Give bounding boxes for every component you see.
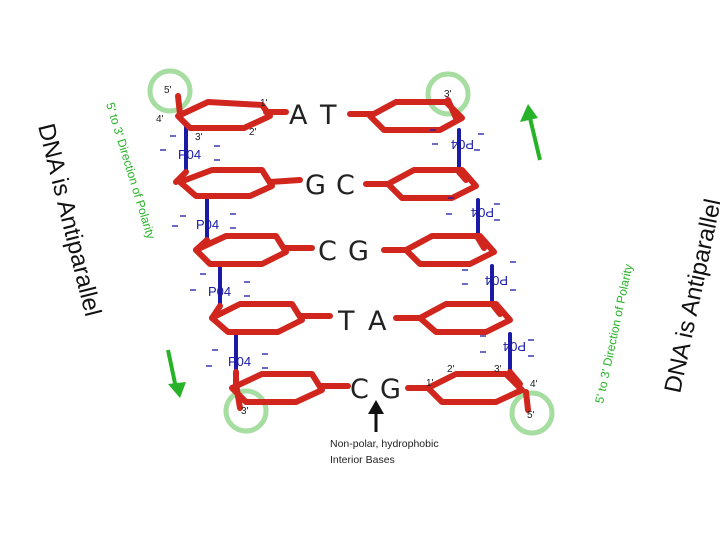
- direction-label-left: 5' to 3' Direction of Polarity: [103, 101, 158, 241]
- sugar-ring: [417, 301, 513, 335]
- left-phosphate-labels: P04 P04 P04 P04: [178, 147, 251, 369]
- direction-label-right: 5' to 3' Direction of Polarity: [592, 263, 635, 405]
- phosphate-label: P04: [451, 137, 474, 152]
- sugar-ring: [229, 371, 325, 405]
- base-pair-label: C: [350, 374, 371, 405]
- base-pair-label: C: [318, 236, 339, 267]
- phosphate-label: P04: [208, 284, 231, 299]
- carbon-labels: 5' 4' 1' 3' 2' 3' 3' 1' 2' 3' 4' 5': [156, 85, 538, 421]
- right-base-stubs: [347, 111, 433, 391]
- sugar-ring: [193, 233, 289, 267]
- highlight-circle-bottom-left: [223, 388, 269, 434]
- carbon-label-3-bottom-left: 3': [241, 406, 249, 417]
- arrow-up-right: [520, 104, 542, 161]
- five-prime-stub: [523, 389, 531, 413]
- base-pair-label: A: [289, 100, 309, 131]
- base-pair-label: A: [368, 306, 388, 337]
- left-base-stubs: [263, 109, 351, 389]
- carbon-label-5-bottom: 5': [527, 410, 535, 421]
- phosphate-label: P04: [485, 273, 508, 288]
- highlight-circle-top-right: [425, 71, 471, 117]
- charge-marks: [160, 129, 534, 369]
- right-phosphate-labels: P04 P04 P04 P04: [451, 137, 526, 354]
- base-pairs: A T G C C G T A C G: [289, 100, 403, 405]
- backbone-link: [507, 369, 523, 387]
- carbon-label-2: 2': [249, 127, 257, 138]
- carbon-label-3-right: 3': [444, 89, 452, 100]
- sugar-ring: [209, 301, 305, 335]
- annotation-line-1: Non-polar, hydrophobic: [330, 438, 439, 450]
- carbon-label-3-bottom: 3': [494, 364, 502, 375]
- phosphate-label: P04: [471, 205, 494, 220]
- phosphate-label: P04: [503, 339, 526, 354]
- phosphate-label: P04: [228, 354, 251, 369]
- carbon-label-1-bottom: 1': [426, 378, 434, 389]
- backbone-link: [456, 169, 469, 183]
- base-pair-label: C: [336, 170, 357, 201]
- sugar-ring: [403, 233, 497, 267]
- sugar-ring: [385, 167, 479, 201]
- base-pair-label: T: [319, 100, 339, 131]
- title-right: DNA is Antiparallel: [659, 197, 720, 396]
- base-pair-label: T: [337, 306, 357, 337]
- annotation-line-2: Interior Bases: [330, 454, 395, 466]
- sugar-ring: [175, 99, 273, 131]
- five-prime-stub: [175, 93, 183, 117]
- highlight-circle-top-left: [147, 68, 193, 114]
- base-pair-label: G: [380, 374, 403, 405]
- sugar-ring: [177, 167, 275, 199]
- arrow-down-left: [166, 349, 186, 398]
- carbon-label-3: 3': [195, 132, 203, 143]
- carbon-label-2-bottom: 2': [447, 364, 455, 375]
- phosphate-label: P04: [178, 147, 201, 162]
- sugar-ring: [425, 371, 525, 405]
- carbon-label-4-bottom: 4': [530, 379, 538, 390]
- phosphate-label: P04: [196, 217, 219, 232]
- carbon-label-4: 4': [156, 114, 164, 125]
- base-pair-label: G: [305, 170, 328, 201]
- left-sugars: [175, 99, 325, 405]
- sugar-ring: [367, 99, 465, 133]
- backbone-link: [475, 235, 487, 251]
- highlight-circle-bottom-right: [509, 390, 555, 436]
- carbon-label-5: 5': [164, 85, 172, 96]
- title-left: DNA is Antiparallel: [32, 121, 106, 319]
- carbon-label-1: 1': [260, 98, 268, 109]
- arrow-up-icon: [368, 400, 384, 432]
- base-pair-label: G: [348, 236, 371, 267]
- base-stub: [267, 177, 303, 185]
- right-sugars: [367, 99, 525, 405]
